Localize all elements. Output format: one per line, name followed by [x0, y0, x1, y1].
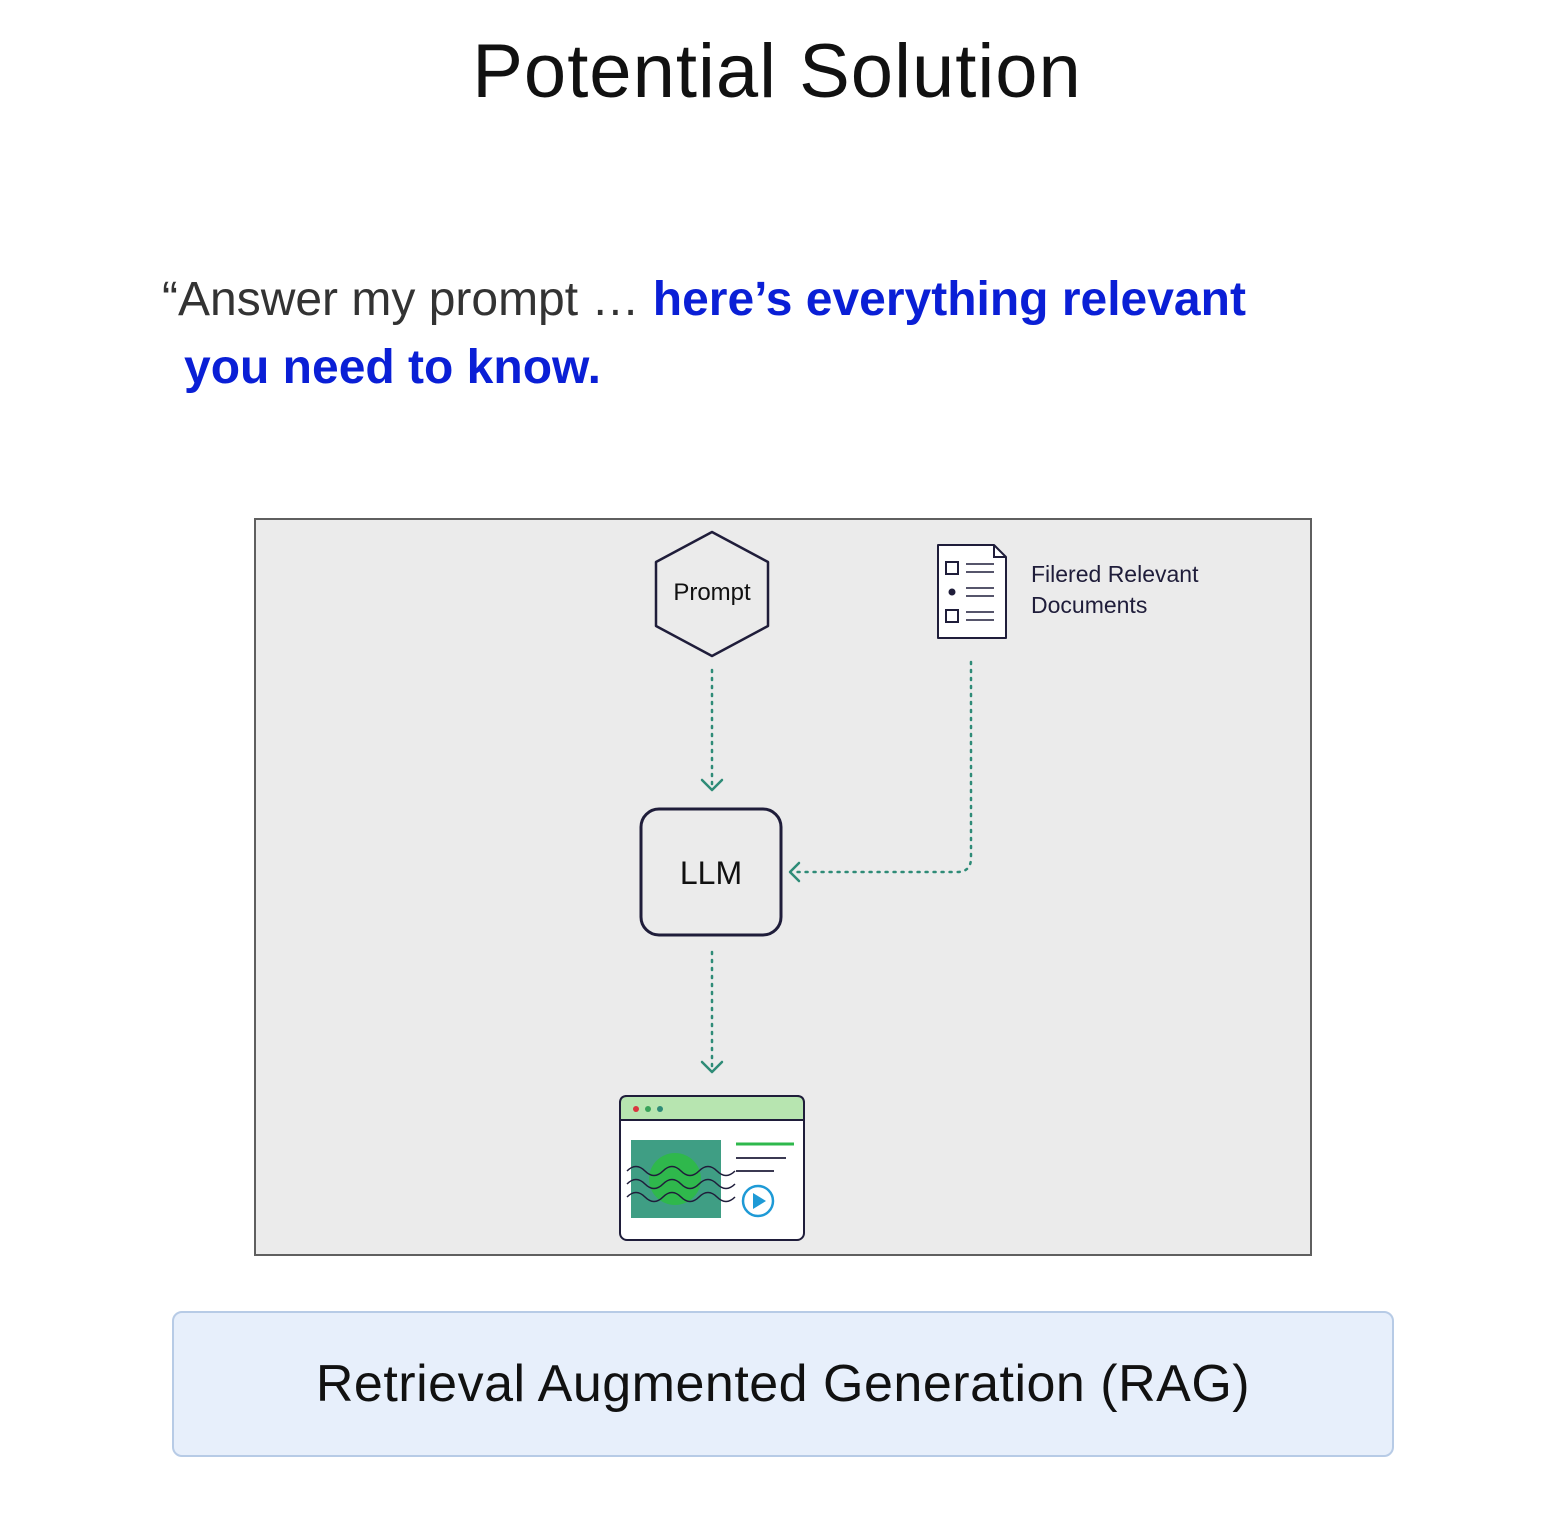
arrow-prompt-to-llm — [700, 668, 724, 792]
hexagon-node — [654, 530, 770, 658]
llm-label: LLM — [680, 855, 742, 891]
documents-label-line1: Filered Relevant — [1031, 561, 1199, 587]
quote-highlight-line2: you need to know. — [184, 341, 601, 394]
rag-diagram: Prompt Filered Relevant Documents — [254, 518, 1312, 1256]
document-list-icon — [937, 544, 1007, 639]
llm-node: LLM — [639, 807, 783, 937]
quote-plain-text: “Answer my prompt … — [162, 273, 640, 326]
rag-label: Retrieval Augmented Generation (RAG) — [315, 1355, 1251, 1413]
documents-label-line2: Documents — [1031, 592, 1147, 618]
prompt-node: Prompt — [654, 530, 770, 658]
rag-diagram-svg: Prompt Filered Relevant Documents — [619, 530, 1199, 1241]
quote-highlight-line1: here’s everything relevant — [652, 273, 1246, 326]
prompt-label: Prompt — [673, 579, 751, 606]
play-icon — [741, 1184, 775, 1218]
quote-text: “Answer my prompt … here’s everything re… — [162, 266, 1422, 402]
arrow-llm-to-output — [700, 950, 724, 1074]
arrow-documents-to-llm — [788, 660, 973, 883]
slide-title: Potential Solution — [472, 29, 1082, 114]
browser-output-icon — [619, 1095, 805, 1241]
rag-label-box: Retrieval Augmented Generation (RAG) — [172, 1311, 1394, 1457]
